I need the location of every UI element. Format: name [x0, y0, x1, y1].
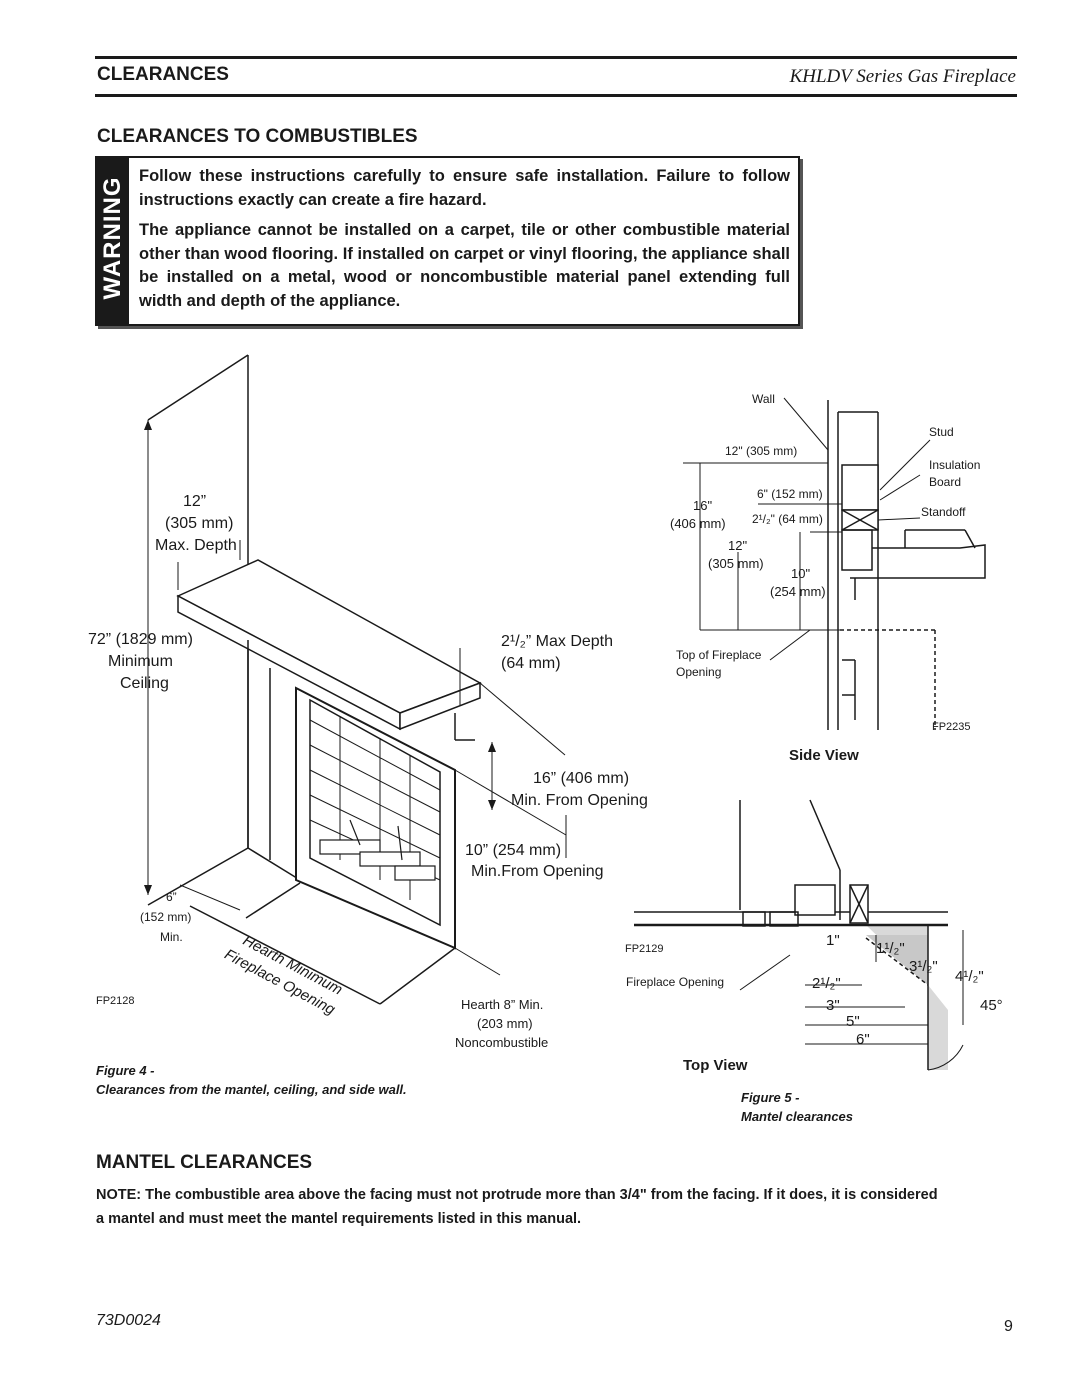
header-rule-bottom — [95, 94, 1017, 97]
fig4-ceiling: Ceiling — [120, 675, 169, 692]
warning-box: WARNING Follow these instructions carefu… — [95, 156, 800, 326]
fig4-min: Min. — [160, 930, 183, 944]
fig5-254: (254 mm) — [770, 584, 826, 599]
fig5-16: 16" — [693, 498, 713, 513]
figure-4-caption-text: Clearances from the mantel, ceiling, and… — [96, 1082, 407, 1097]
section-title: CLEARANCES — [97, 64, 229, 85]
product-title: KHLDV Series Gas Fireplace — [789, 66, 1016, 87]
fig5-12-305: 12" (305 mm) — [725, 444, 798, 458]
fig4-minimum: Minimum — [108, 653, 173, 670]
fig4-min-from-opening-2: Min.From Opening — [471, 863, 604, 880]
fig5-dim-3: 3" — [826, 997, 840, 1014]
mantel-heading: MANTEL CLEARANCES — [96, 1152, 313, 1173]
mantel-note: NOTE: The combustible area above the fac… — [96, 1187, 938, 1227]
fig5-dim-4-5: 4¹/₂" — [955, 968, 984, 985]
fig5-top-opening-1: Top of Fireplace — [676, 648, 762, 662]
warning-para-1: Follow these instructions carefully to e… — [139, 167, 790, 209]
fig5-25-64: 2¹/₂" (64 mm) — [752, 512, 823, 526]
fig4-max-depth: Max. Depth — [155, 537, 237, 554]
fig4-side-152: (152 mm) — [140, 910, 192, 924]
fig4-hearth-8: Hearth 8” Min. — [461, 997, 544, 1012]
fig5-insulation: Insulation — [929, 458, 981, 472]
fig5-dim-1: 1" — [826, 932, 840, 949]
fig4-noncombustible: Noncombustible — [455, 1035, 549, 1050]
fig4-mm203: (203 mm) — [477, 1016, 533, 1031]
warning-para-2: The appliance cannot be installed on a c… — [139, 221, 790, 310]
fig5-wall: Wall — [752, 392, 775, 406]
fig5-305: (305 mm) — [708, 556, 764, 571]
fig5-fireplace-opening: Fireplace Opening — [626, 975, 725, 989]
fig5-code-side: FP2235 — [932, 721, 971, 733]
fig4-depth-305: (305 mm) — [165, 515, 234, 532]
fig4-side-6: 6” — [166, 890, 177, 904]
fig5-standoff: Standoff — [921, 505, 966, 519]
fig5-stud: Stud — [929, 425, 954, 439]
fig5-6-152: 6" (152 mm) — [757, 487, 823, 501]
fig4-ceiling-72: 72” (1829 mm) — [88, 631, 193, 648]
fig5-12: 12" — [728, 538, 748, 553]
page-number: 9 — [1004, 1318, 1013, 1335]
fig5-406: (406 mm) — [670, 516, 726, 531]
fig4-depth-12: 12” — [183, 493, 207, 510]
fig5-dim-1-5: 1¹/₂" — [876, 940, 905, 957]
figure-5-caption-title: Figure 5 - — [741, 1090, 800, 1105]
fig5-code-top: FP2129 — [625, 943, 664, 955]
warning-strip: WARNING — [97, 158, 129, 324]
fig4-mm64: (64 mm) — [501, 655, 561, 672]
fig5-deg-45: 45° — [980, 997, 1003, 1014]
fig5-dim-3-5: 3¹/₂" — [909, 958, 938, 975]
fig4-code: FP2128 — [96, 995, 135, 1007]
fig4-min10: 10” (254 mm) — [465, 842, 562, 859]
fig5-10: 10" — [791, 566, 811, 581]
fig5-dim-6: 6" — [856, 1031, 870, 1048]
fig5-side-view-title: Side View — [789, 747, 859, 764]
fig5-dim-5: 5" — [846, 1013, 860, 1030]
header-rule-top — [95, 56, 1017, 59]
figure-4-caption-title: Figure 4 - — [96, 1063, 155, 1078]
doc-code: 73D0024 — [96, 1312, 161, 1329]
fig5-top-view-title: Top View — [683, 1057, 748, 1074]
fig4-max-depth-25: 2¹/₂” Max Depth — [501, 633, 614, 650]
fig5-top-opening-2: Opening — [676, 665, 722, 679]
figure-5-caption-text: Mantel clearances — [741, 1109, 854, 1124]
fig5-board: Board — [929, 475, 962, 489]
fig5-dim-2-5: 2¹/₂" — [812, 975, 841, 992]
fig4-min-from-opening: Min. From Opening — [511, 792, 648, 809]
clearances-heading: CLEARANCES TO COMBUSTIBLES — [97, 126, 418, 147]
fig4-min16: 16” (406 mm) — [533, 770, 630, 787]
